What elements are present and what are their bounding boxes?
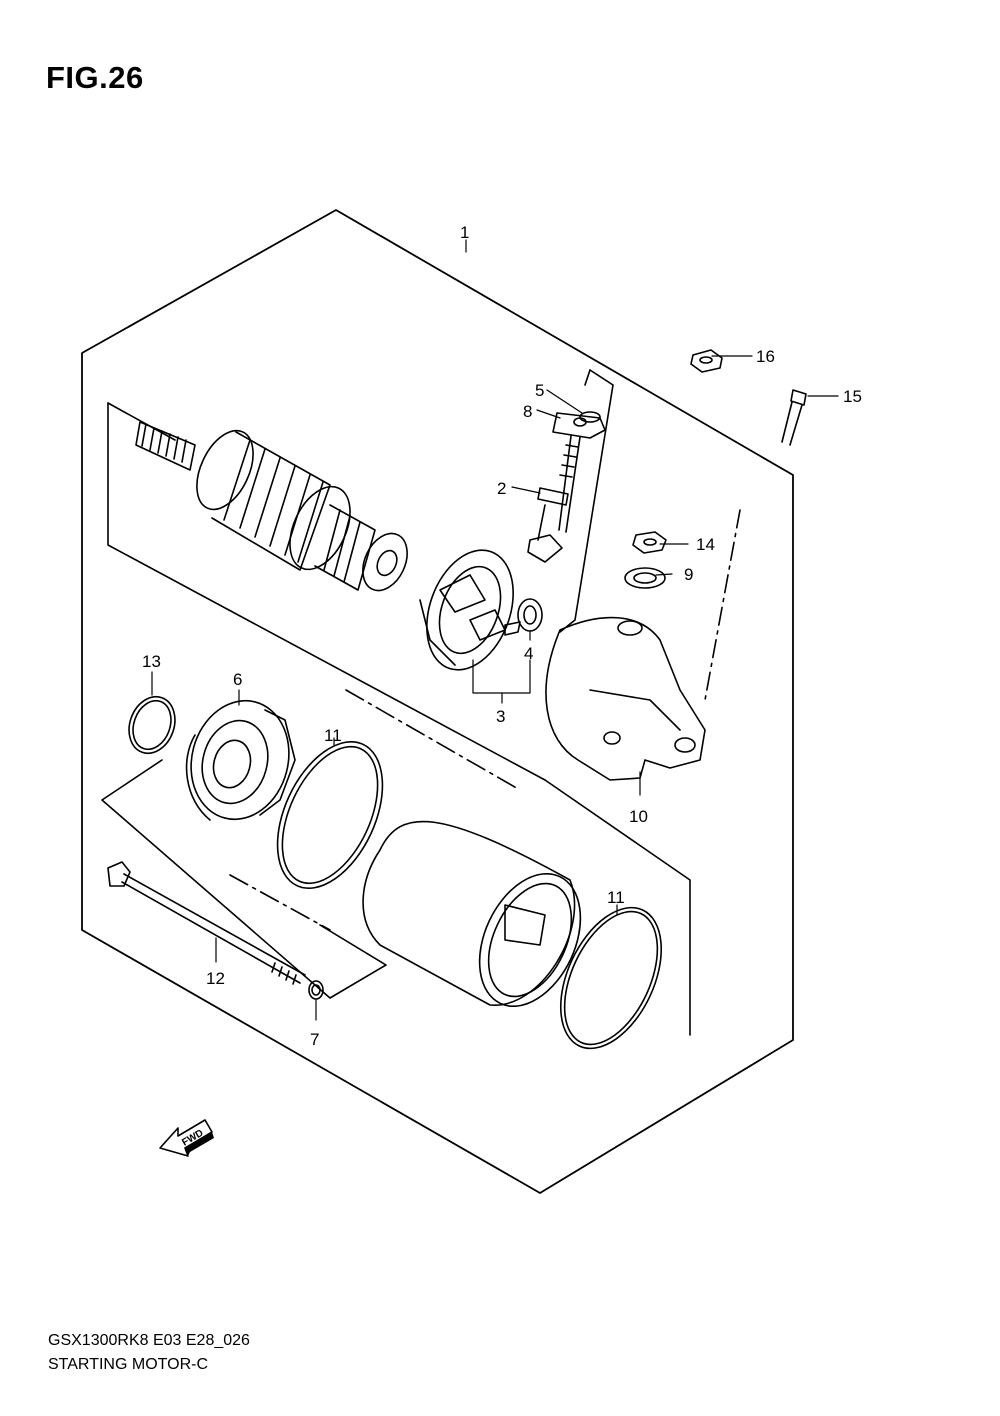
callout-12: 12 xyxy=(206,969,225,988)
callout-3: 3 xyxy=(496,707,505,726)
yoke-group-frame xyxy=(544,779,691,1036)
callout-5: 5 xyxy=(535,381,544,400)
fwd-arrow-icon: FWD xyxy=(159,1119,214,1157)
model-code: GSX1300RK8 E03 E28_026 xyxy=(48,1332,250,1349)
callout-9: 9 xyxy=(684,565,693,584)
armature-part xyxy=(135,421,408,592)
callout-11b: 11 xyxy=(607,888,625,907)
section-name: STARTING MOTOR-C xyxy=(48,1356,208,1373)
callout-2: 2 xyxy=(497,479,506,498)
callout-8: 8 xyxy=(523,402,532,421)
front-cover-part xyxy=(185,699,296,821)
callout-labels: 1 2 3 4 5 6 7 8 9 10 11 11 12 13 14 15 1… xyxy=(142,223,862,1049)
brush-holder-part xyxy=(419,549,514,671)
callout-6: 6 xyxy=(233,670,242,689)
callout-13: 13 xyxy=(142,652,161,671)
armature-group-frame xyxy=(107,402,546,781)
callout-7: 7 xyxy=(310,1030,319,1049)
callout-16: 16 xyxy=(756,347,775,366)
callout-15: 15 xyxy=(843,387,862,406)
callout-14: 14 xyxy=(696,535,715,554)
callout-10: 10 xyxy=(629,807,648,826)
assembly-outline xyxy=(81,209,794,1194)
rear-housing-part xyxy=(545,616,706,781)
yoke-part xyxy=(362,820,582,1008)
callout-1: 1 xyxy=(460,223,469,242)
callout-4: 4 xyxy=(524,644,533,663)
callout-11a: 11 xyxy=(324,726,342,745)
figure-title: FIG.26 xyxy=(46,60,144,95)
